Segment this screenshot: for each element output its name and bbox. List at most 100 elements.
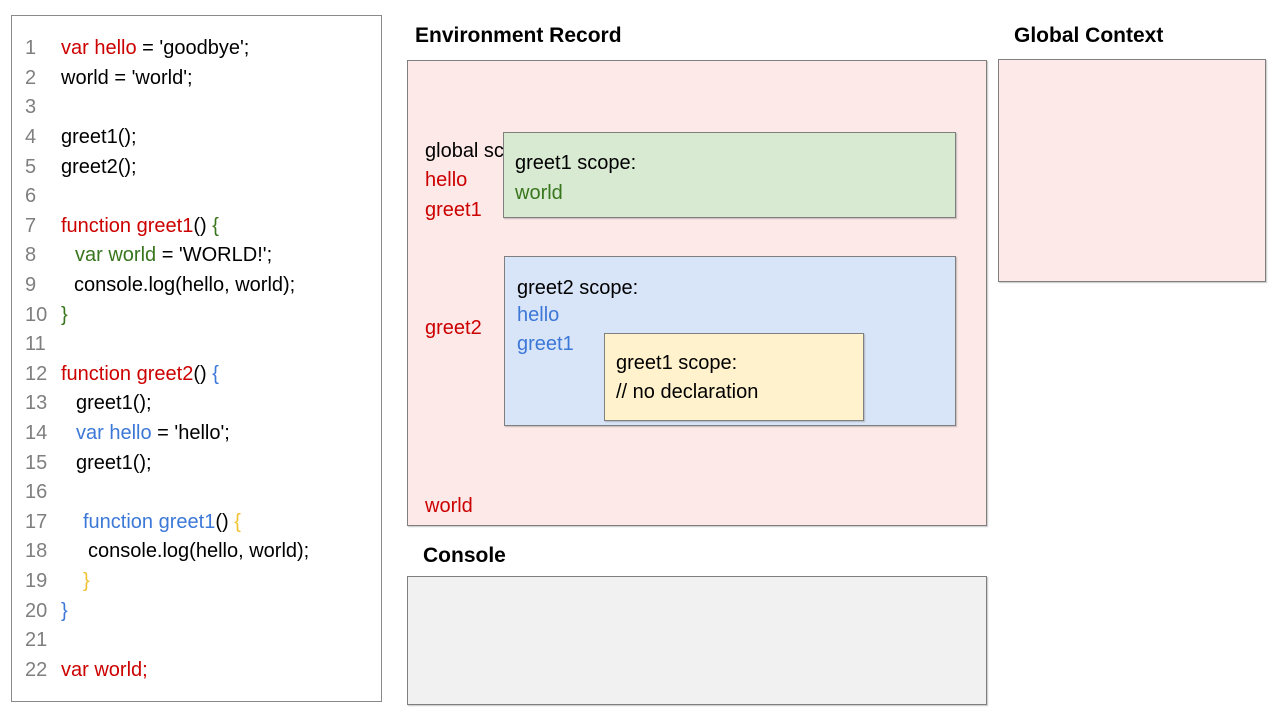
code-line: 18 console.log(hello, world); xyxy=(12,537,381,567)
code-text: var hello = 'goodbye'; xyxy=(61,37,249,60)
code-line: 2 world = 'world'; xyxy=(12,64,381,94)
global-context-title: Global Context xyxy=(1014,24,1164,47)
code-text: function greet1() { xyxy=(83,511,241,534)
line-number: 9 xyxy=(25,274,37,297)
line-number: 16 xyxy=(25,481,48,504)
code-segment: = 'goodbye'; xyxy=(136,37,250,60)
code-segment: world = 'world'; xyxy=(61,66,193,89)
greet1-scope-var-world: world xyxy=(515,182,563,204)
line-number: 8 xyxy=(25,244,37,267)
code-segment: } xyxy=(83,569,90,592)
code-text: greet1(); xyxy=(76,452,152,475)
code-line: 19} xyxy=(12,567,381,597)
inner-greet1-scope-box: greet1 scope: // no declaration xyxy=(604,333,864,421)
global-scope-var-world: world xyxy=(425,495,473,517)
line-number: 1 xyxy=(25,37,37,60)
code-panel: 1 var hello = 'goodbye'; 2 world = 'world';… xyxy=(11,15,382,702)
line-number: 7 xyxy=(25,214,37,237)
line-number: 14 xyxy=(25,422,48,445)
code-segment: greet1(); xyxy=(76,392,152,415)
greet2-scope-var-greet1: greet1 xyxy=(517,333,574,355)
line-number: 15 xyxy=(25,451,48,474)
global-context-box xyxy=(998,59,1266,282)
code-segment: () xyxy=(193,214,213,237)
line-number: 12 xyxy=(25,362,48,385)
environment-record-title: Environment Record xyxy=(415,24,622,47)
code-lines: 1 var hello = 'goodbye'; 2 world = 'world';… xyxy=(12,34,381,685)
code-text: world = 'world'; xyxy=(61,67,193,90)
code-line: 12 function greet2() { xyxy=(12,360,381,390)
code-line: 15 greet1(); xyxy=(12,448,381,478)
code-text: function greet1() { xyxy=(61,215,219,238)
line-number: 3 xyxy=(25,96,37,119)
code-segment: var world; xyxy=(61,658,148,681)
code-text: var hello = 'hello'; xyxy=(76,422,230,445)
console-title: Console xyxy=(423,544,506,567)
code-segment: console.log(hello, world); xyxy=(74,274,296,297)
code-segment: greet1(); xyxy=(76,451,152,474)
code-line: 11 xyxy=(12,330,381,360)
code-text: console.log(hello, world); xyxy=(74,274,295,297)
code-line: 6 xyxy=(12,182,381,212)
code-text: } xyxy=(83,570,90,593)
greet2-scope-label: greet2 scope: xyxy=(517,277,639,299)
inner-greet1-scope-comment: // no declaration xyxy=(616,381,759,403)
code-segment: var world xyxy=(75,244,157,267)
code-segment: } xyxy=(61,303,68,326)
line-number: 10 xyxy=(25,303,48,326)
code-line: 8 var world = 'WORLD!'; xyxy=(12,241,381,271)
console-box xyxy=(407,576,987,705)
line-number: 11 xyxy=(25,333,46,356)
code-text: var world = 'WORLD!'; xyxy=(75,244,272,267)
code-text: console.log(hello, world); xyxy=(88,540,309,563)
greet1-scope-label: greet1 scope: xyxy=(515,152,637,174)
code-segment: greet2(); xyxy=(61,155,137,178)
global-scope-var-greet2: greet2 xyxy=(425,317,482,339)
code-text: } xyxy=(61,304,68,327)
code-line: 7 function greet1() { xyxy=(12,212,381,242)
code-segment: { xyxy=(212,362,219,385)
code-line: 14 var hello = 'hello'; xyxy=(12,419,381,449)
line-number: 2 xyxy=(25,66,37,89)
code-line: 4 greet1(); xyxy=(12,123,381,153)
code-line: 5 greet2(); xyxy=(12,152,381,182)
code-segment: function greet1 xyxy=(83,510,216,533)
line-number: 6 xyxy=(25,185,37,208)
code-line: 17 function greet1() { xyxy=(12,508,381,538)
code-line: 9 console.log(hello, world); xyxy=(12,271,381,301)
greet1-scope-box: greet1 scope: world xyxy=(503,132,956,218)
code-text: greet1(); xyxy=(61,126,137,149)
line-number: 4 xyxy=(25,126,37,149)
greet2-scope-box: greet2 scope: hello greet1 greet1 scope:… xyxy=(504,256,956,426)
line-number: 20 xyxy=(25,599,48,622)
code-segment: { xyxy=(234,510,241,533)
code-segment: function greet1 xyxy=(61,214,194,237)
code-segment: function greet2 xyxy=(61,362,194,385)
code-segment: { xyxy=(212,214,219,237)
code-text: function greet2() { xyxy=(61,363,219,386)
code-line: 22 var world; xyxy=(12,655,381,685)
code-segment: = 'WORLD!'; xyxy=(156,244,273,267)
code-segment: var hello xyxy=(61,37,137,60)
line-number: 5 xyxy=(25,155,37,178)
code-segment: () xyxy=(215,510,235,533)
environment-record-box: global scope: hello greet1 greet1 scope:… xyxy=(407,60,987,526)
code-line: 1 var hello = 'goodbye'; xyxy=(12,34,381,64)
line-number: 21 xyxy=(25,629,48,652)
code-segment: } xyxy=(61,599,68,622)
code-line: 16 xyxy=(12,478,381,508)
code-line: 10} xyxy=(12,300,381,330)
global-scope-var-hello: hello xyxy=(425,169,468,191)
code-segment: var hello xyxy=(76,422,152,445)
code-segment: console.log(hello, world); xyxy=(88,540,310,563)
code-line: 20} xyxy=(12,596,381,626)
line-number: 18 xyxy=(25,540,48,563)
inner-greet1-scope-label: greet1 scope: xyxy=(616,352,738,374)
line-number: 19 xyxy=(25,569,48,592)
code-segment: () xyxy=(193,362,213,385)
line-number: 22 xyxy=(25,658,48,681)
line-number: 17 xyxy=(25,510,48,533)
code-segment: = 'hello'; xyxy=(151,422,230,445)
code-line: 21 xyxy=(12,626,381,656)
